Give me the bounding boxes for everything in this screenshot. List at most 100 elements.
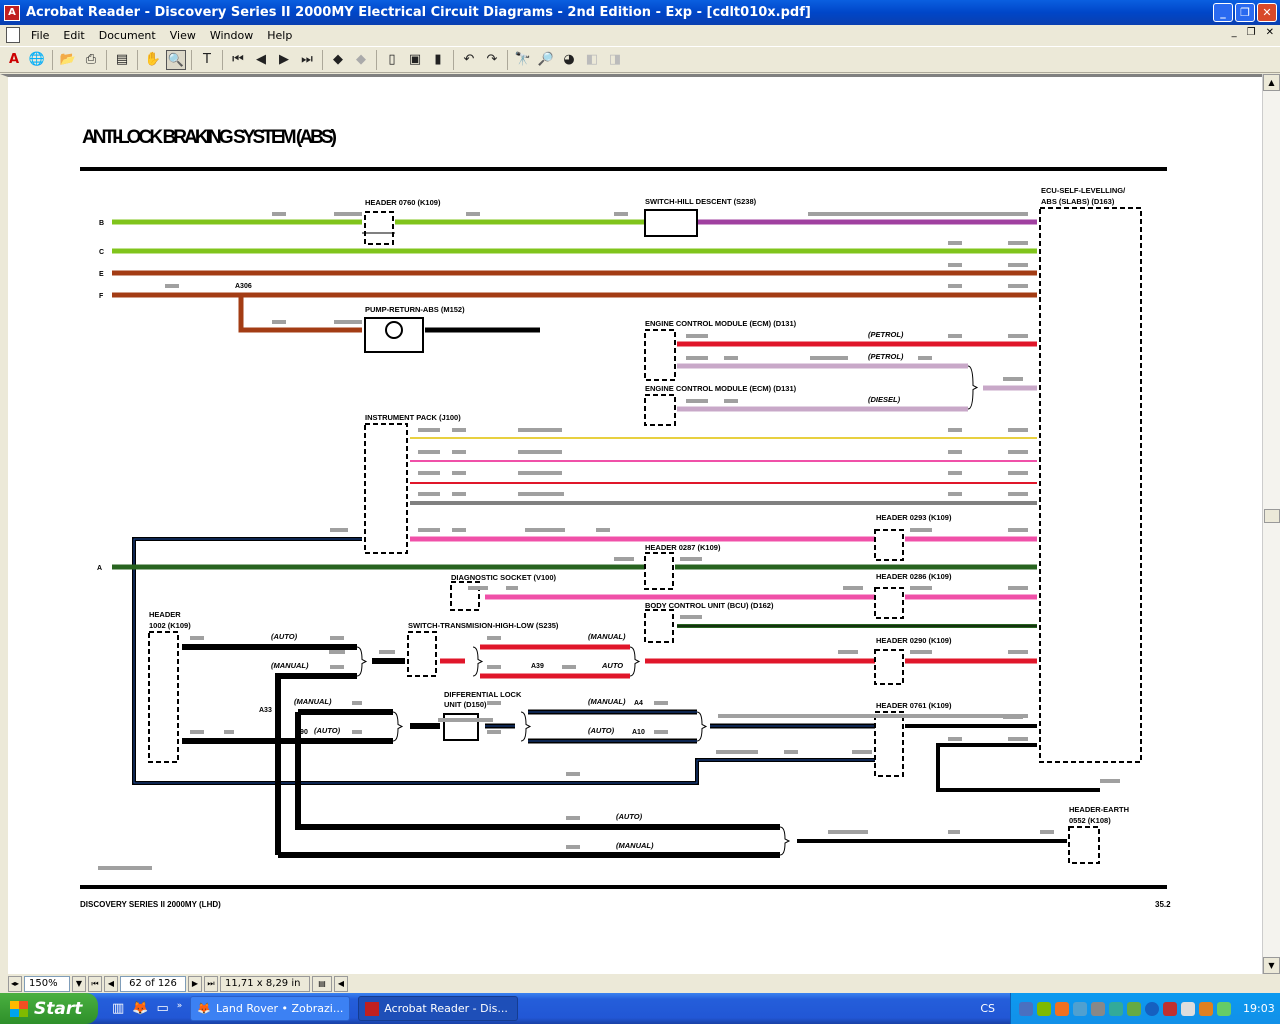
wire-code-bar xyxy=(418,428,440,432)
first-page-icon[interactable]: ⏮ xyxy=(232,51,244,67)
actual-size-icon[interactable]: ▯ xyxy=(388,51,396,67)
wire-code-bar xyxy=(910,528,932,532)
app-icon[interactable] xyxy=(1055,1001,1069,1016)
wire-code-bar xyxy=(810,356,848,360)
split-handle-icon[interactable]: ◂▸ xyxy=(8,975,22,992)
menu-view[interactable]: View xyxy=(169,28,196,42)
search-icon[interactable]: 🔎 xyxy=(537,51,555,67)
last-page-icon[interactable]: ⏭ xyxy=(301,51,313,67)
scroll-thumb[interactable] xyxy=(1264,509,1280,523)
first-page-button[interactable]: ⏮ xyxy=(88,975,102,992)
menu-file[interactable]: File xyxy=(31,28,50,42)
label-instrument-pack: INSTRUMENT PACK (J100) xyxy=(365,413,461,422)
vertical-scrollbar[interactable]: ▲ ▼ xyxy=(1262,74,1280,974)
maximize-button[interactable]: ❐ xyxy=(1235,3,1255,22)
fit-width-icon[interactable]: ▮ xyxy=(434,51,442,67)
desktop-icon[interactable]: ▭ xyxy=(156,1001,169,1016)
scroll-down-button[interactable]: ▼ xyxy=(1263,957,1280,974)
print-icon[interactable]: ⎙ xyxy=(85,51,97,67)
fit-page-icon[interactable]: ▣ xyxy=(408,51,422,67)
note: (MANUAL) xyxy=(588,697,626,706)
wire-code-bar xyxy=(1008,650,1028,654)
app-icon[interactable] xyxy=(1091,1001,1105,1016)
language-indicator[interactable]: CS xyxy=(980,1002,995,1015)
splice-a33: A33 xyxy=(259,707,272,714)
next-highlight-icon[interactable]: ◨ xyxy=(608,51,622,67)
start-button[interactable]: Start xyxy=(0,993,98,1024)
menu-help[interactable]: Help xyxy=(267,28,293,42)
zoom-tool-icon[interactable]: 🔍 xyxy=(166,49,186,70)
last-page-button[interactable]: ⏭ xyxy=(204,975,218,992)
network-icon[interactable] xyxy=(1019,1001,1033,1016)
firefox-icon[interactable]: 🦊 xyxy=(132,1001,149,1016)
nvidia-icon[interactable] xyxy=(1217,1001,1231,1016)
prev-page-icon[interactable]: ◀ xyxy=(256,51,266,67)
app-icon[interactable] xyxy=(1127,1001,1141,1016)
bottom-rule xyxy=(80,885,1167,889)
top-rule xyxy=(80,167,1167,171)
open-icon[interactable]: 📂 xyxy=(59,51,77,67)
next-page-button[interactable]: ▶ xyxy=(188,975,202,992)
page-layout-button[interactable]: ▤ xyxy=(312,975,332,992)
wire-code-bar xyxy=(1008,586,1028,590)
hand-tool-icon[interactable]: ✋ xyxy=(144,51,162,67)
text-select-icon[interactable]: T xyxy=(203,51,211,67)
volume-icon[interactable] xyxy=(1163,1001,1177,1016)
go-forward-icon[interactable]: ◆ xyxy=(356,51,366,67)
wire-code-bar xyxy=(452,428,466,432)
prev-page-button[interactable]: ◀ xyxy=(104,975,118,992)
doc-restore-button[interactable]: ❐ xyxy=(1246,27,1256,38)
quicklaunch-icon[interactable]: ▥ xyxy=(112,1001,125,1016)
doc-minimize-button[interactable]: _ xyxy=(1231,27,1237,38)
connector-b: B xyxy=(99,220,104,227)
menu-window[interactable]: Window xyxy=(209,28,254,42)
app-icon[interactable] xyxy=(1109,1001,1123,1016)
sync-icon[interactable] xyxy=(1199,1001,1213,1016)
document-icon[interactable] xyxy=(6,27,20,43)
app-icon[interactable] xyxy=(1145,1001,1159,1016)
bracket xyxy=(392,711,404,742)
wire-code-bar xyxy=(452,528,466,532)
search-results-icon[interactable]: ◕ xyxy=(563,51,575,67)
wire-code-bar xyxy=(784,750,798,754)
find-icon[interactable]: 🔭 xyxy=(514,51,532,67)
menu-edit[interactable]: Edit xyxy=(63,28,85,42)
scroll-up-button[interactable]: ▲ xyxy=(1263,74,1280,91)
printer-icon[interactable] xyxy=(1181,1001,1195,1016)
rotate-right-icon[interactable]: ↷ xyxy=(486,51,498,67)
bookmarks-icon[interactable]: ▤ xyxy=(115,51,129,67)
rotate-left-icon[interactable]: ↶ xyxy=(463,51,475,67)
menu-document[interactable]: Document xyxy=(98,28,156,42)
scroll-left-button[interactable]: ◀ xyxy=(334,975,348,992)
adobe-logo-icon[interactable]: A xyxy=(8,51,20,67)
wire-code-bar xyxy=(948,492,962,496)
wire-code-bar xyxy=(1040,830,1054,834)
doc-close-button[interactable]: ✕ xyxy=(1265,27,1274,38)
wire-code-bar xyxy=(838,650,858,654)
app-icon[interactable] xyxy=(1073,1001,1087,1016)
minimize-button[interactable]: _ xyxy=(1213,3,1233,22)
zoom-field[interactable]: 150% xyxy=(24,975,70,992)
document-view[interactable]: ANTI-LOCK BRAKING SYSTEM (ABS) DISCOVERY… xyxy=(0,74,1262,974)
connector-a: A xyxy=(97,565,102,572)
app-icon[interactable] xyxy=(1037,1001,1051,1016)
wire-code-bar xyxy=(716,750,758,754)
close-button[interactable]: ✕ xyxy=(1257,3,1277,22)
prev-highlight-icon[interactable]: ◧ xyxy=(585,51,599,67)
wire-code-bar xyxy=(948,428,962,432)
web-capture-icon[interactable]: 🌐 xyxy=(28,51,46,67)
zoom-dropdown-button[interactable]: ▼ xyxy=(72,975,86,992)
go-back-icon[interactable]: ◆ xyxy=(333,51,343,67)
label-header-0293: HEADER 0293 (K109) xyxy=(876,513,952,522)
wire-code-bar xyxy=(452,450,466,454)
page-field[interactable]: 62 of 126 xyxy=(120,975,186,992)
next-page-icon[interactable]: ▶ xyxy=(279,51,289,67)
bracket xyxy=(520,711,532,742)
task-acrobat[interactable]: Acrobat Reader - Dis... xyxy=(358,996,519,1021)
wire-code-bar xyxy=(418,450,440,454)
wire-code-bar xyxy=(1008,263,1028,267)
wire-code-bar xyxy=(165,284,179,288)
task-firefox[interactable]: 🦊Land Rover • Zobrazi... xyxy=(190,996,351,1021)
splice-labels: A306 A39 A33 A90 A4 A10 xyxy=(235,283,645,736)
wire-code-bar xyxy=(1008,492,1028,496)
